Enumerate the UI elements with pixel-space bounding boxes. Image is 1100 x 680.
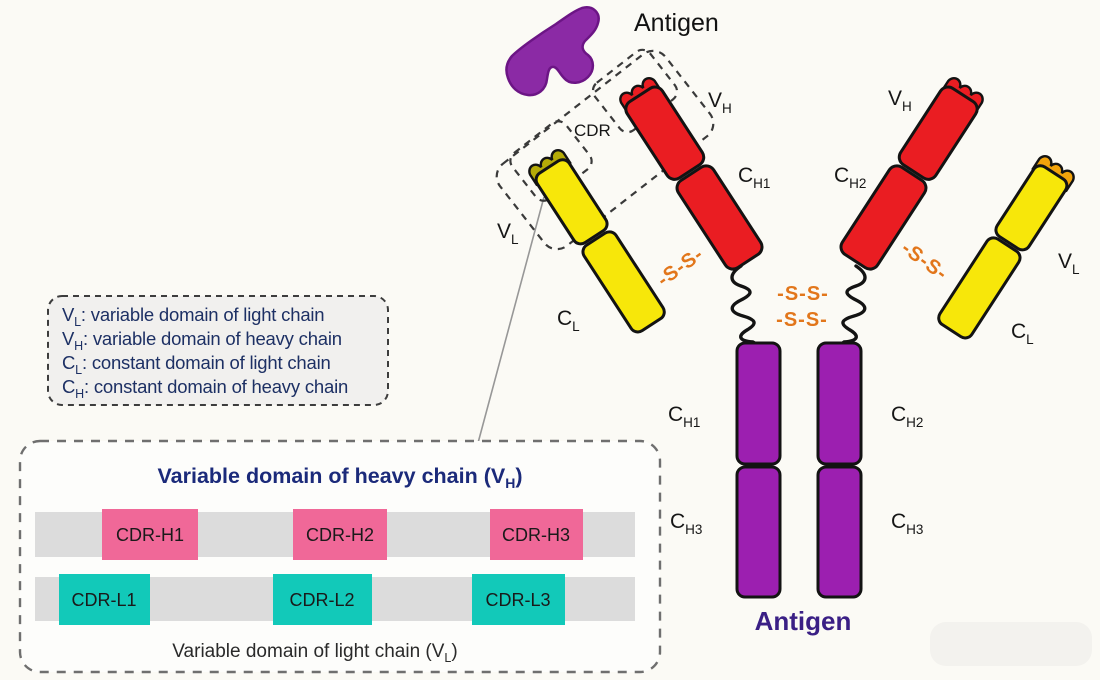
label-ch3-stem-right: CH3 [891, 510, 923, 537]
legend-border [47, 295, 389, 406]
left-heavy-chain [616, 74, 764, 271]
ss-bond-hinge-1: -S-S- [777, 283, 829, 305]
connector-line [477, 196, 545, 444]
right-light-chain [937, 152, 1078, 340]
fc-stem-right [816, 341, 863, 599]
cdr-h2-segment [293, 509, 387, 560]
ch3-stem-segment-left [735, 465, 782, 599]
cdr-l2-label: CDR-L2 [289, 590, 354, 610]
legend-line-cl: CL: constant domain of light chain [62, 352, 331, 377]
faint-watermark-box [930, 622, 1092, 666]
vh-domain-left [624, 85, 706, 181]
label-cl-right: CL [1011, 320, 1034, 347]
label-vh-right: VH [888, 87, 912, 114]
legend-box: VL: variable domain of light chain VH: v… [47, 295, 389, 406]
ch2-domain-right [839, 164, 928, 271]
cdr-l1-segment [59, 574, 150, 625]
legend-line-vl: VL: variable domain of light chain [62, 304, 324, 329]
cdr-l3-label: CDR-L3 [485, 590, 550, 610]
vl-domain-right [994, 164, 1069, 252]
cdr-h3-label: CDR-H3 [502, 525, 570, 545]
legend-line-vh: VH: variable domain of heavy chain [62, 328, 342, 353]
cdr-label: CDR [574, 121, 611, 140]
vh-domain-right [897, 85, 979, 181]
left-light-chain [525, 146, 666, 334]
cdr-h1-segment [102, 509, 198, 560]
vl-domain-left [534, 158, 609, 246]
cdr-h2-label: CDR-H2 [306, 525, 374, 545]
label-vl-left: VL [497, 220, 519, 247]
ch2-stem-segment [816, 341, 863, 466]
ch1-stem-segment [735, 341, 782, 466]
label-vl-right: VL [1058, 250, 1080, 277]
ss-bond-left: -S-S- [653, 243, 708, 291]
label-cl-left: CL [557, 307, 580, 334]
legend-line-ch: CH: constant domain of heavy chain [62, 376, 348, 401]
ch3-stem-segment-right [816, 465, 863, 599]
antigen-top-label: Antigen [634, 9, 719, 37]
detail-title: Variable domain of heavy chain (VH) [158, 464, 523, 491]
detail-box: Variable domain of heavy chain (VH) CDR-… [18, 439, 662, 674]
cdr-l2-segment [273, 574, 372, 625]
right-heavy-chain [839, 74, 987, 271]
label-ch2-stem: CH2 [891, 403, 923, 430]
label-ch1-stem: CH1 [668, 403, 700, 430]
label-ch2-right: CH2 [834, 164, 866, 191]
hinge-left [730, 264, 760, 347]
hinge-right [838, 264, 867, 347]
ch1-domain-left [675, 164, 764, 271]
cl-domain-right [937, 236, 1022, 340]
fc-stem-left [735, 341, 782, 599]
cdr-h3-segment [490, 509, 583, 560]
cdr-l3-segment [472, 574, 565, 625]
label-ch3-stem-left: CH3 [670, 510, 702, 537]
label-ch1-left: CH1 [738, 164, 770, 191]
antigen-blob [505, 6, 600, 97]
cdr-box-light [509, 120, 593, 202]
detail-footer: Variable domain of light chain (VL) [172, 641, 457, 665]
cdr-h1-label: CDR-H1 [116, 525, 184, 545]
antigen-bottom-label: Antigen [755, 606, 852, 636]
label-vh-left: VH [708, 89, 732, 116]
ss-bond-hinge-2: -S-S- [776, 309, 828, 331]
cdr-region-outline [495, 49, 715, 251]
cl-domain-left [581, 230, 666, 334]
ss-bond-right: -S-S- [897, 237, 952, 285]
cdr-l1-label: CDR-L1 [71, 590, 136, 610]
